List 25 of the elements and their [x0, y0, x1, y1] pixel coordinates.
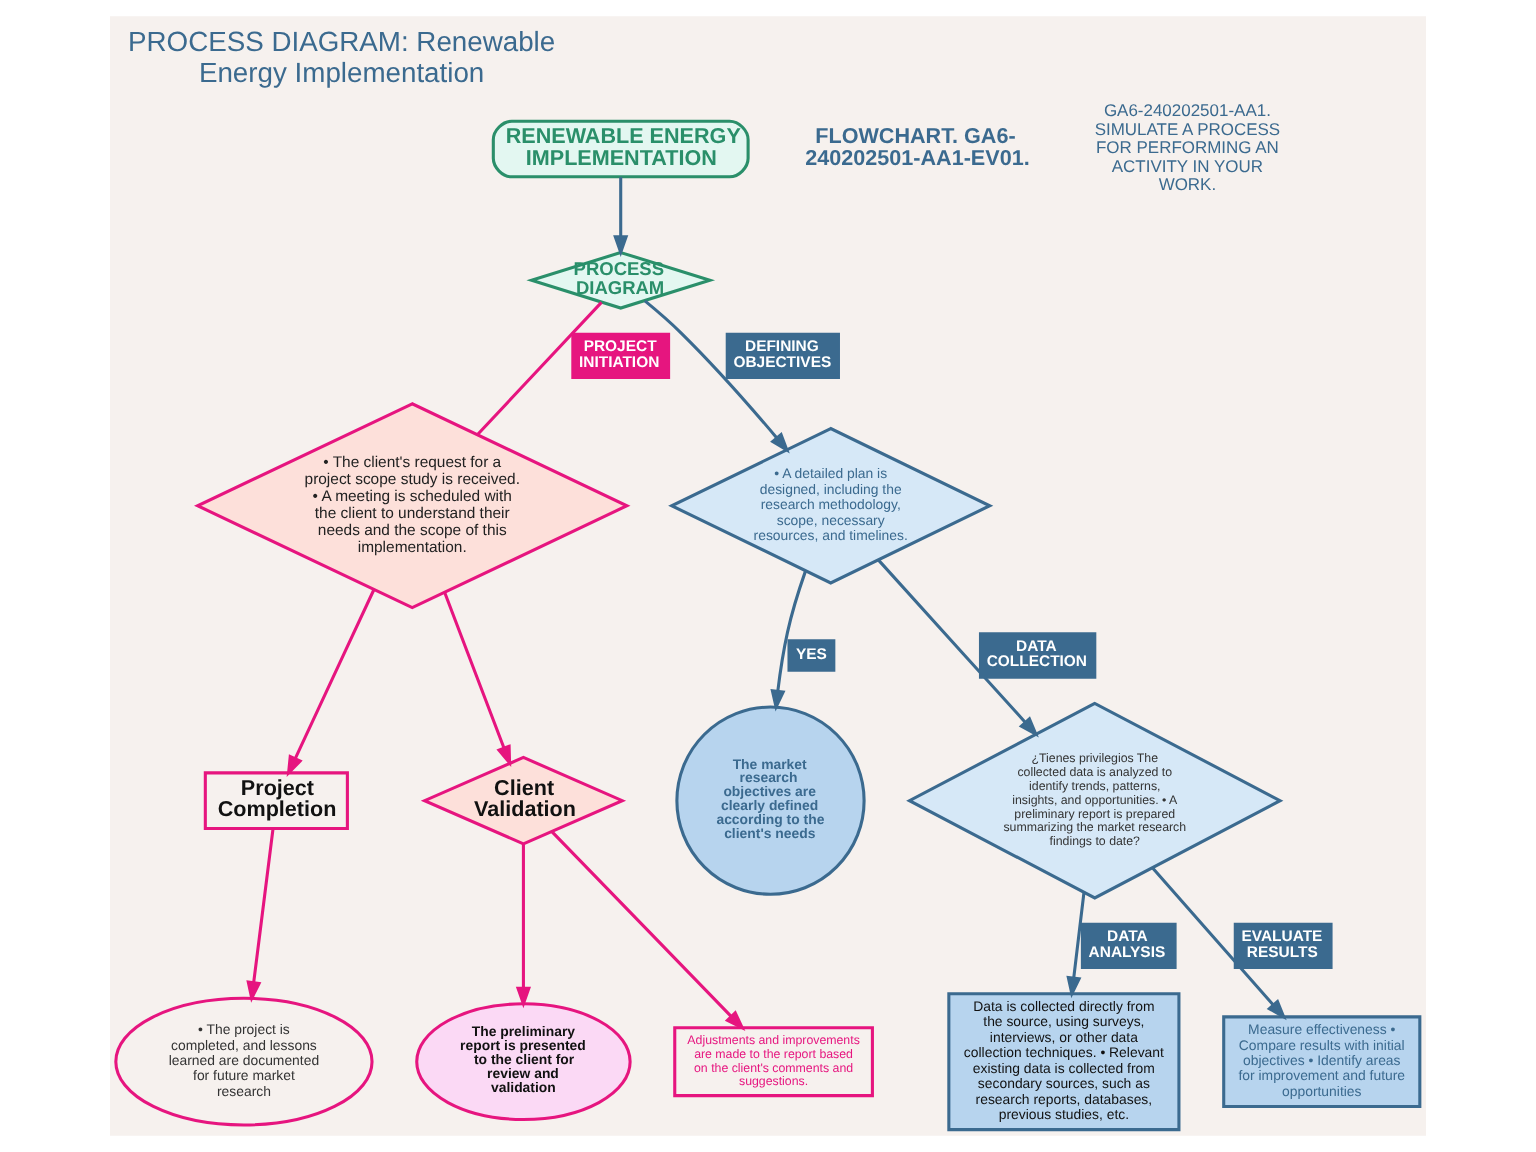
arrow: [246, 828, 275, 1003]
arrow: [515, 844, 531, 1009]
arrow: [770, 570, 807, 712]
arrow: [643, 299, 790, 454]
arrow: [286, 589, 376, 778]
arrow: [443, 591, 512, 768]
node-diamond: Client Validation: [420, 755, 627, 846]
arrow: [1066, 892, 1086, 999]
connector: [476, 301, 603, 436]
diagram-title: PROCESS DIAGRAM: Renewable Energy Implementation: [128, 24, 556, 88]
edge-label: PROJECT INITIATION: [579, 337, 660, 371]
edge-label: YES: [795, 644, 827, 663]
arrow: [877, 559, 1039, 738]
edge-label: EVALUATE RESULTS: [1241, 927, 1323, 961]
edge-label: DATA COLLECTION: [986, 636, 1088, 671]
node-diamond: • The client's request for a project scope study is received. • A meeting is scheduled with the client to understand their needs and the scope of this implementation.: [194, 402, 631, 610]
arrow: [551, 830, 746, 1031]
edge-label: DATA ANALYSIS: [1088, 927, 1166, 961]
label: GA6-240202501-AA1. SIMULATE A PROCESS FOR PERFORMING AN ACTIVITY IN YOUR WORK.: [1094, 100, 1281, 195]
node-box: RENEWABLE ENERGY IMPLEMENTATION: [491, 119, 750, 179]
arrow: [613, 177, 629, 257]
label: FLOWCHART. GA6-240202501-AA1-EV01.: [805, 125, 1030, 171]
arrow: [1151, 866, 1287, 1021]
edge-label: DEFINING OBJECTIVES: [733, 337, 832, 371]
node-box: Project Completion: [203, 771, 349, 830]
